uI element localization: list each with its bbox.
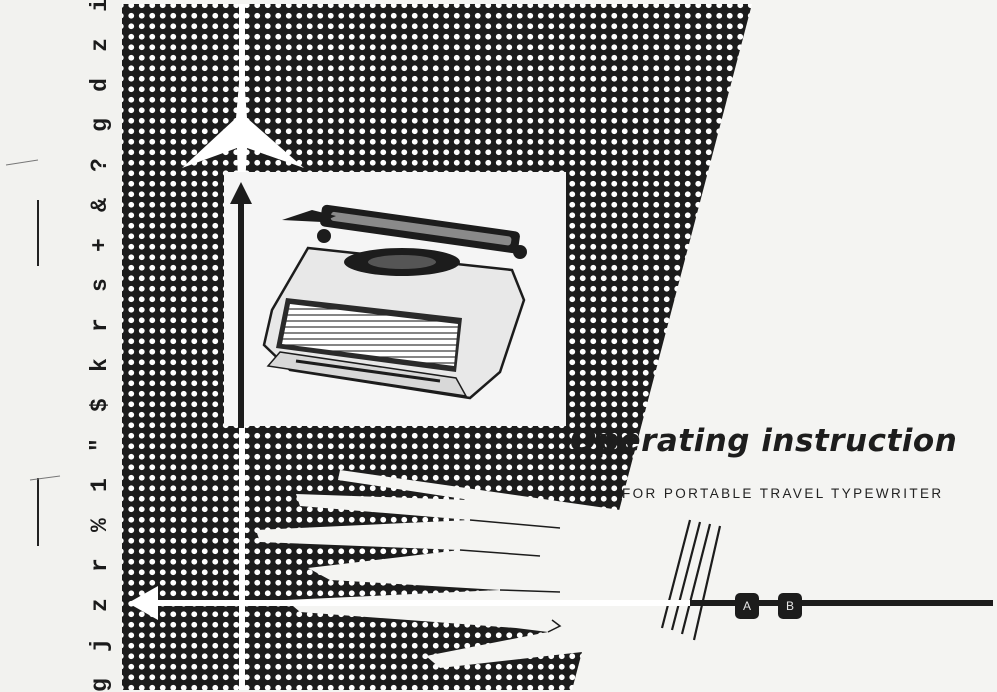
side-character-row: g j z r % 1 " $ k r s + & ? g d z i q r …	[87, 0, 113, 692]
page-subtitle: FOR PORTABLE TRAVEL TYPEWRITER	[622, 486, 944, 501]
left-arrow-icon	[128, 586, 700, 620]
hand-illustration	[256, 470, 722, 668]
baseline-rule	[690, 600, 993, 606]
jet-plane-icon	[182, 48, 304, 188]
up-arrow-icon	[230, 182, 252, 428]
key-b: B	[778, 593, 802, 619]
key-a: A	[735, 593, 759, 619]
page-title: Operating instruction	[570, 423, 958, 459]
typewriter-illustration	[262, 204, 527, 400]
staple-marks	[5, 159, 61, 546]
